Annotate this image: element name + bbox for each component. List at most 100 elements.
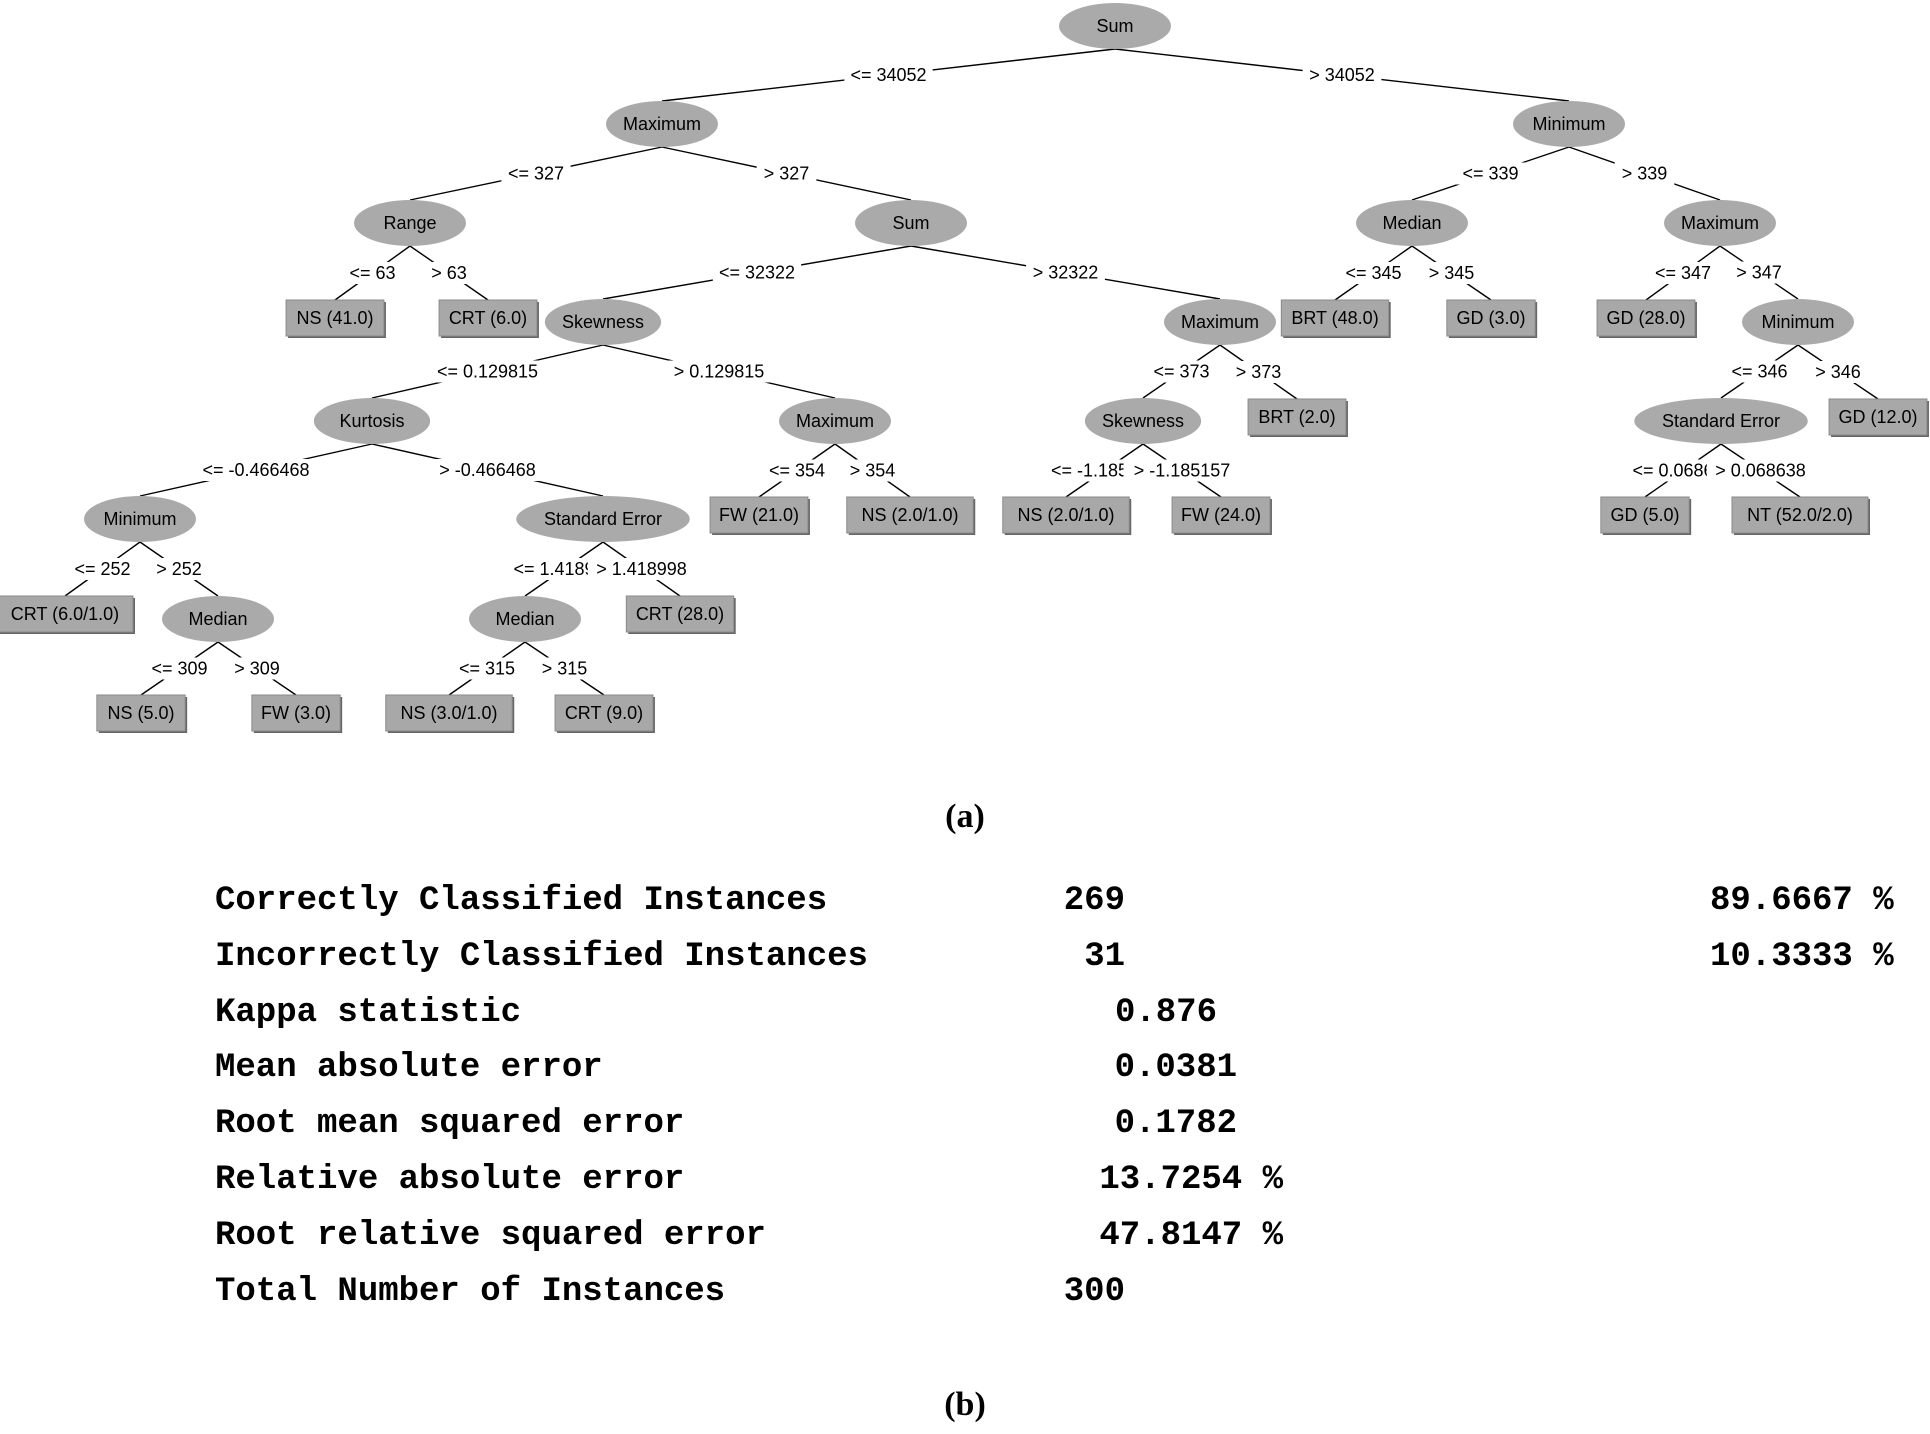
node-label: CRT (28.0) xyxy=(636,604,724,624)
edge-label: <= -0.466468 xyxy=(202,460,309,480)
stats-row-correct: Correctly Classified Instances 269 89.66… xyxy=(215,882,1894,938)
edge-label-bg xyxy=(429,459,546,481)
edge-label-bg xyxy=(1123,459,1241,482)
edge-label: <= 315 xyxy=(459,659,515,679)
stats-value: 269 xyxy=(1063,882,1125,920)
edge-label: <= 32322 xyxy=(719,263,795,283)
node-label: NS (41.0) xyxy=(296,308,373,328)
edge-label: > 0.129815 xyxy=(674,362,765,382)
edge-label: > 347 xyxy=(1736,263,1782,283)
stats-label: Kappa statistic xyxy=(215,993,522,1032)
stats-value: 31 xyxy=(1084,937,1125,976)
split-node: Median xyxy=(162,596,274,642)
node-label: GD (12.0) xyxy=(1838,407,1917,427)
leaf-node: GD (3.0) xyxy=(1446,299,1538,338)
leaf-node: FW (24.0) xyxy=(1171,496,1272,535)
edge-label: > 252 xyxy=(156,559,202,579)
split-node: Standard Error xyxy=(516,496,690,542)
edge-label: > -1.185157 xyxy=(1134,461,1231,481)
edge-label-bg xyxy=(1724,360,1795,383)
stats-row-rmse: Root mean squared error 0.1782 xyxy=(215,1105,1237,1161)
caption-b: (b) xyxy=(944,1386,986,1423)
edge-label-bg xyxy=(67,558,138,580)
node-label: BRT (2.0) xyxy=(1258,407,1335,427)
node-label: Range xyxy=(383,213,436,233)
edge-label-bg xyxy=(144,657,215,680)
edge-label-bg xyxy=(452,657,522,680)
node-label: GD (28.0) xyxy=(1606,308,1685,328)
node-label: Skewness xyxy=(562,312,644,332)
stats-label: Root relative squared error xyxy=(215,1216,766,1255)
node-label: GD (5.0) xyxy=(1610,505,1679,525)
edge-label: <= 354 xyxy=(769,461,825,481)
leaf-node: CRT (6.0/1.0) xyxy=(0,595,136,634)
stats-label: Relative absolute error xyxy=(215,1160,685,1199)
edge-label: <= 309 xyxy=(151,659,207,679)
edge-label: > 346 xyxy=(1815,362,1861,382)
edge-label: > 339 xyxy=(1622,164,1668,184)
edge-label: > 327 xyxy=(764,164,810,184)
stats-value: 300 xyxy=(1063,1272,1125,1311)
node-label: Sum xyxy=(892,213,929,233)
leaf-node: FW (3.0) xyxy=(251,694,343,733)
edge-label-bg xyxy=(587,558,696,580)
node-label: Median xyxy=(188,609,247,629)
node-label: NT (52.0/2.0) xyxy=(1747,505,1853,525)
edge-label-bg xyxy=(756,162,817,185)
leaf-node: BRT (2.0) xyxy=(1247,398,1348,437)
stats-percent: 10.3333 % xyxy=(1710,937,1894,976)
edge-label-bg xyxy=(1026,261,1105,284)
stats-row-incorrect: Incorrectly Classified Instances 31 10.3… xyxy=(215,938,1894,994)
edge-label-bg xyxy=(429,360,546,383)
leaf-node: CRT (6.0) xyxy=(438,299,539,338)
node-label: BRT (48.0) xyxy=(1291,308,1378,328)
edge-label-bg xyxy=(1421,262,1482,284)
node-label: Maximum xyxy=(623,114,701,134)
split-node: Sum xyxy=(855,200,967,246)
stats-row-rae: Relative absolute error 13.7254 % xyxy=(215,1161,1283,1217)
node-label: CRT (6.0) xyxy=(449,308,527,328)
edge-label-bg xyxy=(1808,361,1868,383)
leaf-node: NS (5.0) xyxy=(96,694,188,733)
edge-label: <= 34052 xyxy=(850,65,926,85)
leaf-node: NS (2.0/1.0) xyxy=(846,496,976,535)
stats-percent: 89.6667 % xyxy=(1710,882,1894,920)
node-label: Sum xyxy=(1096,16,1133,36)
stats-row-rrse: Root relative squared error 47.8147 % xyxy=(215,1217,1283,1273)
stats-row-kappa: Kappa statistic 0.876 xyxy=(215,994,1217,1050)
edge-label-bg xyxy=(1146,360,1217,383)
edge-label: <= 346 xyxy=(1731,362,1787,382)
edge-label: > 0.068638 xyxy=(1715,461,1806,481)
node-label: NS (5.0) xyxy=(107,703,174,723)
edge-label-bg xyxy=(534,657,595,680)
node-label: Maximum xyxy=(796,411,874,431)
stats-row-total: Total Number of Instances 300 xyxy=(215,1273,1125,1329)
edge-label-bg xyxy=(1648,262,1718,284)
edge-label-bg xyxy=(762,459,832,482)
edge-label-bg xyxy=(665,360,773,383)
edge-label: > 63 xyxy=(431,263,467,283)
leaf-node: NT (52.0/2.0) xyxy=(1731,496,1871,535)
edge-label: > 32322 xyxy=(1033,263,1099,283)
stats-value: 0.876 xyxy=(1114,993,1217,1032)
split-node: Median xyxy=(469,596,581,642)
decision-tree: <= 34052> 34052<= 327> 327<= 339> 339<= … xyxy=(0,3,1929,733)
stats-label: Root mean squared error xyxy=(215,1105,685,1144)
split-node: Maximum xyxy=(1164,299,1276,345)
node-label: CRT (6.0/1.0) xyxy=(11,604,119,624)
edge-label: <= 345 xyxy=(1345,263,1401,283)
split-node: Range xyxy=(354,200,466,246)
edge-label-bg xyxy=(501,162,571,185)
leaf-node: NS (2.0/1.0) xyxy=(1002,496,1132,535)
edge-label-bg xyxy=(342,262,403,284)
split-node: Maximum xyxy=(606,101,718,147)
leaf-node: GD (28.0) xyxy=(1596,299,1697,338)
stats-value: 47.8147 % xyxy=(1099,1216,1283,1255)
stats-value: 0.1782 xyxy=(1114,1105,1237,1144)
caption-a: (a) xyxy=(945,798,985,835)
node-label: NS (2.0/1.0) xyxy=(861,505,958,525)
node-label: Minimum xyxy=(1532,114,1605,134)
edge-label-bg xyxy=(1729,261,1789,284)
edge-label-bg xyxy=(149,558,209,580)
node-label: CRT (9.0) xyxy=(565,703,643,723)
